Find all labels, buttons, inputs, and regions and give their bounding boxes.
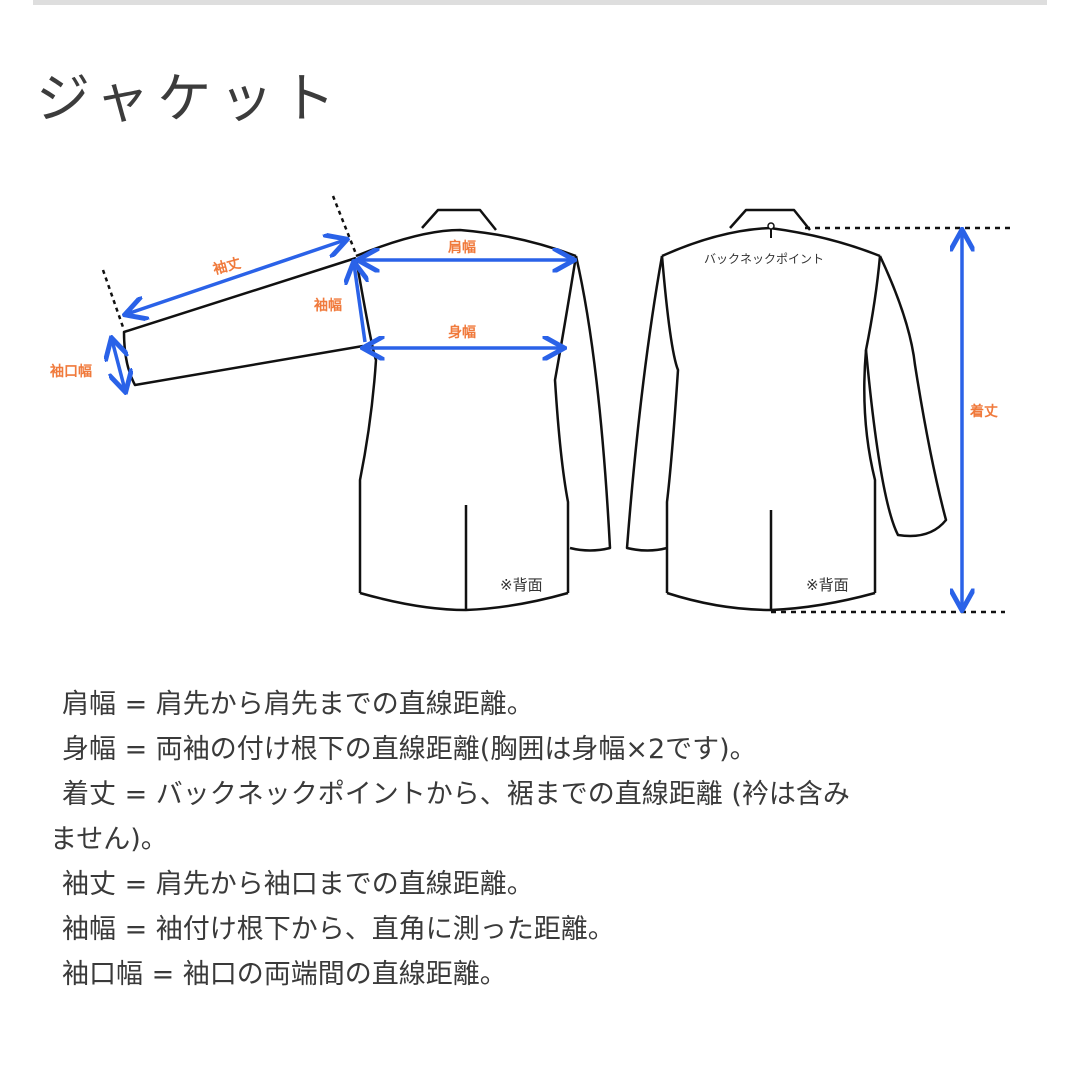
label-back-neck-point: バックネックポイント — [704, 252, 824, 266]
label-shoulder-width: 肩幅 — [448, 239, 476, 256]
term: 肩幅 — [62, 689, 116, 720]
jacket-measurement-diagram: 袖丈 肩幅 袖幅 身幅 袖口幅 ※背面 — [0, 180, 1080, 640]
label-total-length: 着丈 — [969, 403, 998, 420]
separator: = — [116, 689, 156, 720]
separator: = — [116, 914, 156, 945]
definition-total-length-continued: ません)。 — [50, 817, 1022, 862]
description: 袖付け根下から、直角に測った距離。 — [155, 914, 615, 945]
term: 身幅 — [62, 734, 116, 765]
label-back-note-left: ※背面 — [500, 576, 543, 594]
separator: = — [116, 734, 156, 765]
page-title: ジャケット — [36, 67, 344, 130]
description: 肩先から袖口までの直線距離。 — [155, 869, 534, 900]
term: 袖丈 — [62, 869, 116, 900]
term: 袖口幅 — [62, 959, 143, 990]
definition-cuff-width: 袖口幅 = 袖口の両端間の直線距離。 — [62, 952, 1022, 997]
definition-body-width: 身幅 = 両袖の付け根下の直線距離(胸囲は身幅×2です)。 — [62, 727, 1022, 772]
separator: = — [116, 869, 156, 900]
definition-total-length: 着丈 = バックネックポイントから、裾までの直線距離 (衿は含み — [62, 772, 1022, 817]
left-measure-arrows — [112, 240, 572, 390]
left-dashed-guides — [101, 195, 358, 331]
label-back-note-right: ※背面 — [806, 576, 849, 594]
label-body-width: 身幅 — [448, 324, 476, 341]
description: 両袖の付け根下の直線距離(胸囲は身幅×2です)。 — [155, 734, 757, 765]
term: 袖幅 — [62, 914, 116, 945]
definition-sleeve-length: 袖丈 = 肩先から袖口までの直線距離。 — [62, 862, 1022, 907]
left-jacket-outline — [122, 208, 612, 612]
term: 着丈 — [62, 779, 116, 810]
definition-shoulder-width: 肩幅 = 肩先から肩先までの直線距離。 — [62, 682, 1022, 727]
label-cuff-width: 袖口幅 — [50, 363, 92, 380]
description: バックネックポイントから、裾までの直線距離 (衿は含み — [155, 779, 850, 810]
separator: = — [116, 779, 156, 810]
description: 肩先から肩先までの直線距離。 — [155, 689, 534, 720]
top-divider — [33, 0, 1047, 5]
description: 袖口の両端間の直線距離。 — [182, 959, 507, 990]
separator: = — [143, 959, 183, 990]
description-continued: ません)。 — [50, 824, 168, 855]
label-sleeve-length: 袖丈 — [211, 254, 242, 278]
measurement-definitions: 肩幅 = 肩先から肩先までの直線距離。 身幅 = 両袖の付け根下の直線距離(胸囲… — [50, 682, 1022, 997]
label-sleeve-width: 袖幅 — [314, 297, 342, 314]
definition-sleeve-width: 袖幅 = 袖付け根下から、直角に測った距離。 — [62, 907, 1022, 952]
right-jacket-outline — [625, 208, 948, 612]
